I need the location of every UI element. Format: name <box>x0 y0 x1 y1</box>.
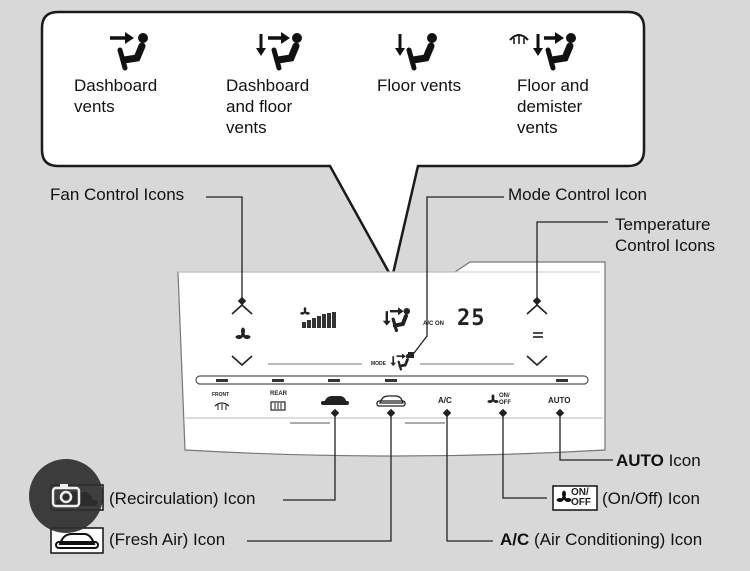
fan-control-callout: Fan Control Icons <box>50 185 185 204</box>
front-defrost-label[interactable]: FRONT <box>212 392 230 398</box>
onoff-icon-callout: (On/Off) Icon <box>602 489 700 508</box>
fresh-air-callout: (Fresh Air) Icon <box>109 530 226 549</box>
fan-down-chevron-icon[interactable] <box>231 355 253 367</box>
floor-vents-icon <box>395 33 437 71</box>
rear-defrost-button-icon[interactable] <box>270 401 286 411</box>
ac-icon-callout: A/C (Air Conditioning) Icon <box>500 530 702 550</box>
fan-speed-bars-icon <box>300 307 336 328</box>
onoff-legend-on: ON/ <box>571 487 589 498</box>
mode-control-callout: Mode Control Icon <box>508 185 647 204</box>
onoff-button-fan-icon[interactable] <box>487 394 499 403</box>
ac-button[interactable]: A/C <box>438 396 452 405</box>
onoff-legend-icon <box>552 485 598 511</box>
front-defrost-button-icon[interactable] <box>214 402 230 410</box>
temperature-control-callout: Temperature Control Icons <box>615 215 716 255</box>
temp-level-icon <box>533 332 543 338</box>
dashboard-vents-icon <box>110 32 148 71</box>
temp-down-chevron-icon[interactable] <box>526 355 548 367</box>
panel-mode-indicator-icon <box>382 307 410 333</box>
mode-label: MODE <box>371 361 386 367</box>
auto-callout-bold: AUTO <box>616 451 664 470</box>
fan-icon <box>235 327 251 339</box>
ac-on-indicator: A/C ON <box>423 321 444 327</box>
auto-button[interactable]: AUTO <box>548 396 571 405</box>
auto-icon-callout: AUTO Icon <box>616 451 701 471</box>
image-search-badge[interactable] <box>29 459 103 533</box>
onoff-legend-off: OFF <box>571 497 591 508</box>
dashboard-floor-vents-icon <box>256 32 302 71</box>
bubble-label-dashboard-floor: Dashboard and floor vents <box>226 76 310 137</box>
ac-callout-bold: A/C <box>500 530 530 549</box>
recirculation-button-icon[interactable] <box>321 396 349 405</box>
recirculation-callout: (Recirculation) Icon <box>109 489 256 508</box>
bubble-label-floor-demister: Floor and demister vents <box>517 76 589 137</box>
vent-mode-bubble <box>40 10 646 282</box>
temperature-display: 25 <box>457 306 486 331</box>
leader-lines <box>206 196 613 542</box>
floor-demister-vents-icon <box>509 32 576 71</box>
fresh-air-button-icon[interactable] <box>376 395 406 407</box>
onoff-button-off[interactable]: OFF <box>499 400 511 406</box>
onoff-button-on[interactable]: ON/ <box>499 393 510 399</box>
bubble-label-floor: Floor vents <box>377 76 462 95</box>
auto-callout-rest: Icon <box>663 451 701 470</box>
bubble-label-dashboard: Dashboard vents <box>74 76 158 116</box>
ac-callout-rest: (Air Conditioning) Icon <box>529 530 703 549</box>
rear-defrost-label[interactable]: REAR <box>270 391 288 397</box>
